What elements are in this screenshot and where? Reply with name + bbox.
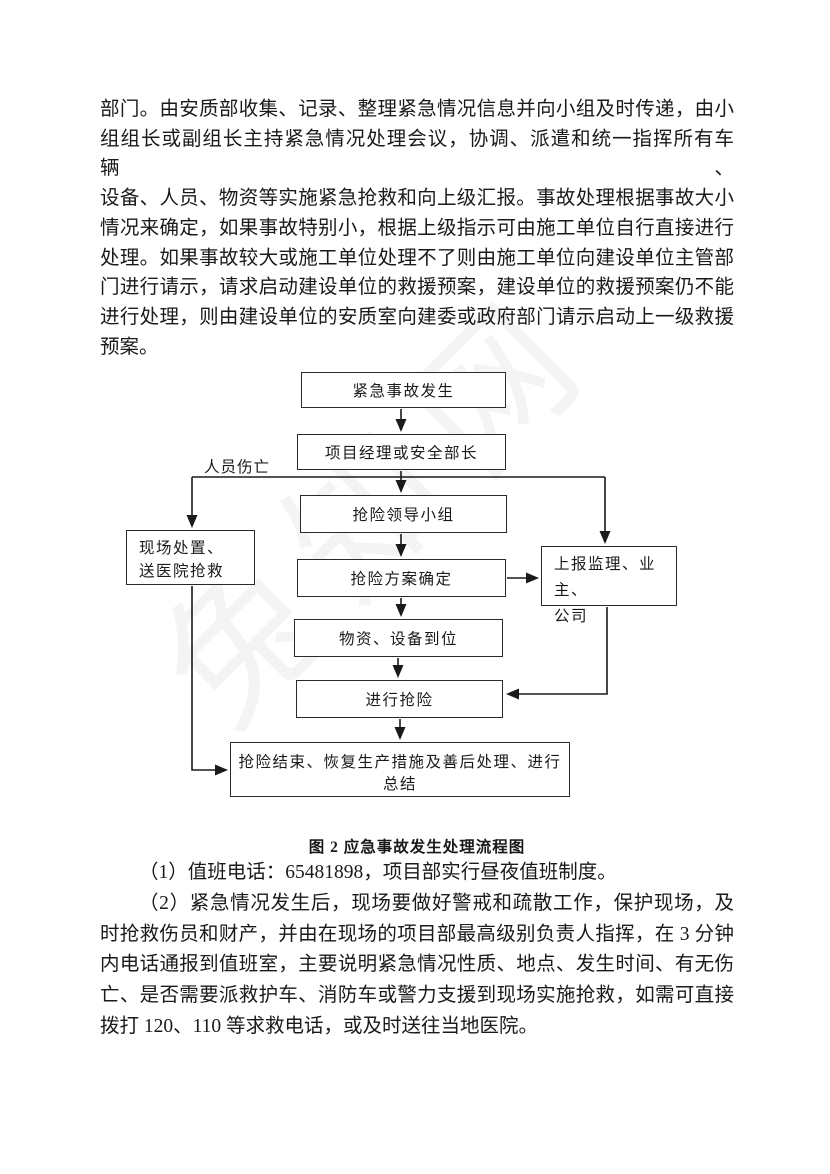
text-line: 内电话通报到值班室，主要说明紧急情况性质、地点、发生时间、有无伤 bbox=[100, 954, 734, 976]
flow-node-label: 物资、设备到位 bbox=[338, 631, 458, 648]
flow-node-label: 项目经理或安全部长 bbox=[324, 445, 478, 462]
text-line: 门进行请示，请求启动建设单位的救援预案，建设单位的救援预案仍不能 bbox=[100, 277, 734, 299]
text-line: （1）值班电话：65481898，项目部实行昼夜值班制度。 bbox=[139, 862, 617, 883]
text-line: 情况来确定，如果事故特别小，根据上级指示可由施工单位自行直接进行 bbox=[100, 217, 734, 239]
connector-report-rescue bbox=[506, 607, 608, 700]
text-line: 亡、是否需要派救护车、消防车或警力支援到现场实施抢救，如需可直接 bbox=[100, 985, 734, 1007]
figure-caption: 图 2 应急事故发生处理流程图 bbox=[308, 839, 526, 856]
flow-node-site-treatment: 现场处置、 送医院抢救 bbox=[126, 530, 255, 585]
flow-node-finish: 抢险结束、恢复生产措施及善后处理、进行总结 bbox=[230, 742, 570, 797]
flow-node-rescue: 进行抢险 bbox=[296, 680, 503, 718]
numbered-items: （1）值班电话：65481898，项目部实行昼夜值班制度。 （2）紧急情况发生后… bbox=[100, 858, 734, 1043]
flow-node-label: 抢险结束、恢复生产措施及善后处理、进行总结 bbox=[238, 754, 562, 793]
flow-node-leading-group: 抢险领导小组 bbox=[300, 495, 507, 533]
text-line: 时抢救伤员和财产，并由在现场的项目部最高级别负责人指挥，在 3 分钟 bbox=[100, 923, 734, 945]
flow-node-label: 抢险方案确定 bbox=[350, 571, 453, 588]
flow-node-label: 紧急事故发生 bbox=[352, 383, 455, 400]
text-line: 预案。 bbox=[100, 336, 159, 358]
flow-node-manager: 项目经理或安全部长 bbox=[297, 434, 506, 470]
flow-node-label: 进行抢险 bbox=[365, 692, 434, 709]
text-line: 拨打 120、110 等求救电话，或及时送往当地医院。 bbox=[100, 1015, 539, 1037]
flow-node-plan: 抢险方案确定 bbox=[297, 559, 506, 597]
text-line: （2）紧急情况发生后，现场要做好警戒和疏散工作，保护现场，及 bbox=[139, 892, 734, 914]
flow-node-report: 上报监理、业主、 公司 bbox=[541, 546, 677, 625]
text-line: 设备、人员、物资等实施紧急抢救和向上级汇报。事故处理根据事故大小 bbox=[100, 188, 734, 210]
text-line: 组组长或副组长主持紧急情况处理会议，协调、派遣和统一指挥所有车辆、 bbox=[100, 128, 734, 180]
flow-node-label: 公司 bbox=[554, 608, 589, 625]
flow-node-label: 现场处置、 bbox=[139, 540, 225, 557]
flow-node-label: 送医院抢救 bbox=[139, 563, 225, 580]
connector-site-finish bbox=[191, 586, 228, 776]
flow-node-start: 紧急事故发生 bbox=[301, 372, 506, 408]
flow-node-label: 上报监理、业主、 bbox=[554, 556, 657, 599]
text-line: 进行处理，则由建设单位的安质室向建委或政府部门请示启动上一级救援 bbox=[100, 306, 734, 328]
text-line: 部门。由安质部收集、记录、整理紧急情况信息并向小组及时传递，由小 bbox=[100, 99, 734, 120]
flow-node-label: 抢险领导小组 bbox=[352, 507, 455, 524]
flow-node-materials: 物资、设备到位 bbox=[294, 619, 503, 657]
text-line: 处理。如果事故较大或施工单位处理不了则由施工单位向建设单位主管部 bbox=[100, 247, 734, 269]
intro-paragraph: 部门。由安质部收集、记录、整理紧急情况信息并向小组及时传递，由小 组组长或副组长… bbox=[100, 95, 734, 362]
branch-label: 人员伤亡 bbox=[204, 459, 271, 476]
